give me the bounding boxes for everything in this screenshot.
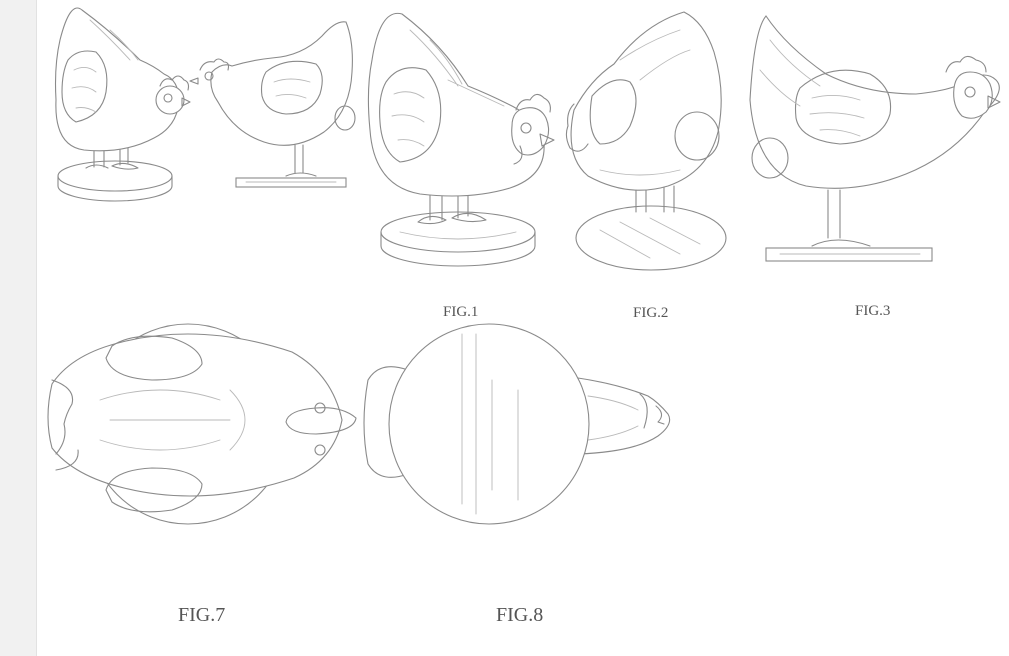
chicken-view-small-side-flat	[189, 21, 356, 188]
chicken-fig2-rear-perspective	[565, 11, 727, 271]
chicken-fig3-side-view	[749, 15, 1001, 262]
fig2-label: FIG.2	[633, 305, 669, 321]
chicken-fig8-bottom-view	[363, 323, 671, 525]
chicken-fig1-front-perspective	[367, 12, 555, 267]
chicken-view-small-front-base	[54, 7, 191, 202]
fig1-label: FIG.1	[443, 304, 479, 320]
fig7-label: FIG.7	[178, 604, 226, 626]
left-margin-bar	[0, 0, 37, 656]
fig3-label: FIG.3	[855, 303, 891, 319]
chicken-fig7-top-view	[47, 323, 357, 525]
fig8-label: FIG.8	[496, 604, 544, 626]
